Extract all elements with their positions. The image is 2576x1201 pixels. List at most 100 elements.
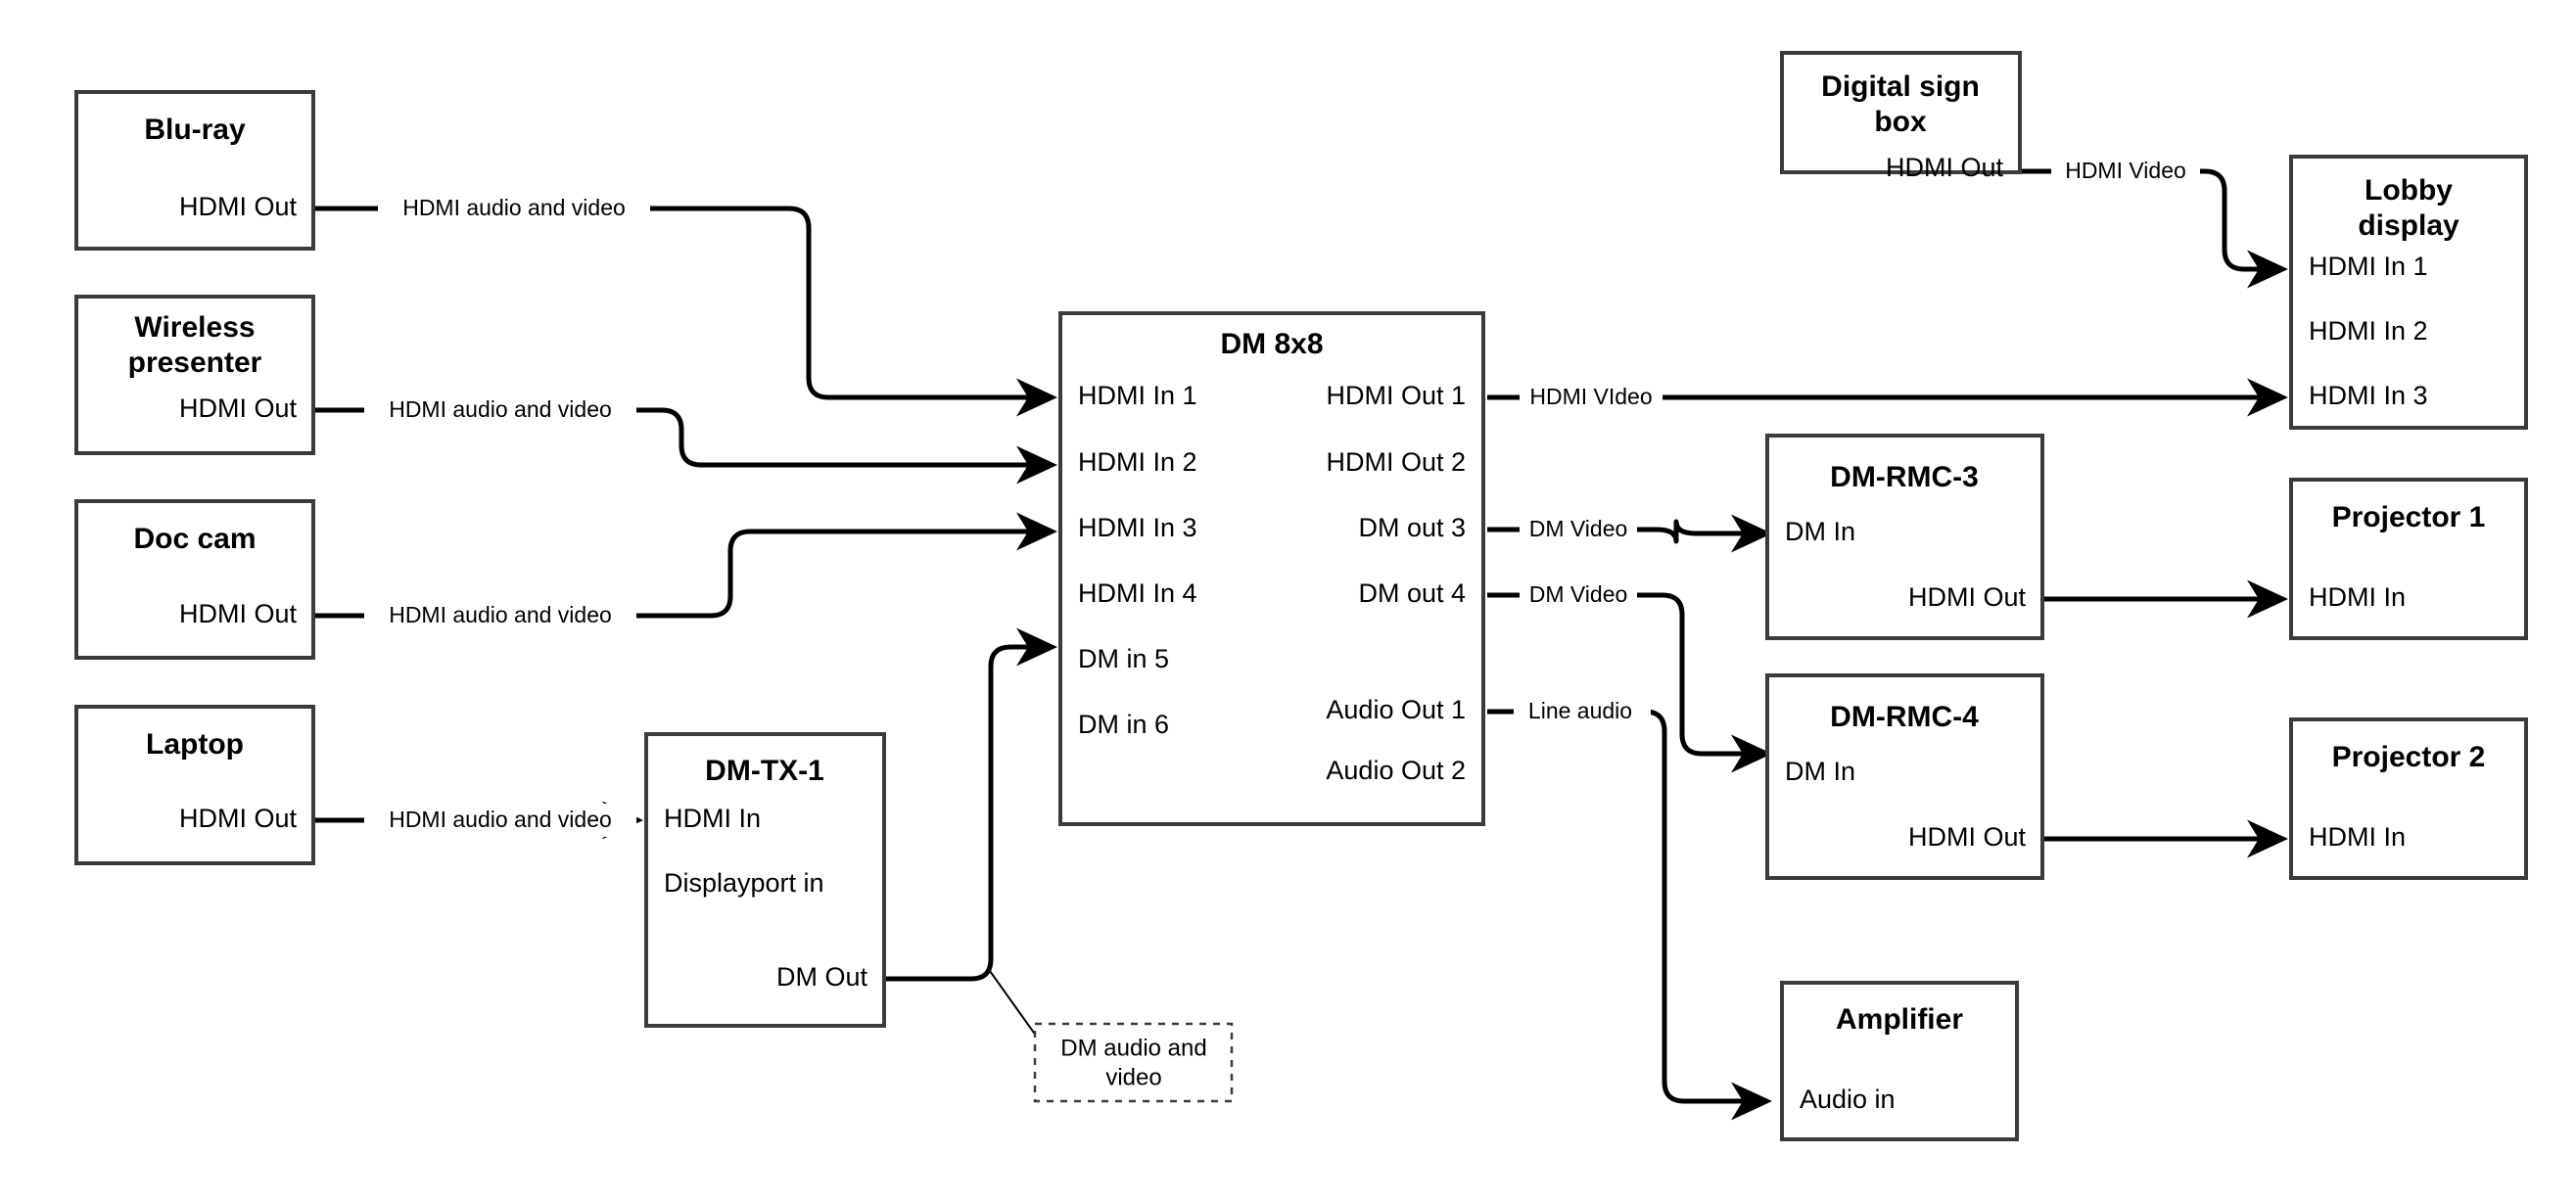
edge-laptop-to-dmtx1: HDMI audio and video: [313, 801, 643, 840]
node-amplifier-box[interactable]: [1780, 981, 2019, 1141]
edge-dmtx1-to-dm-in5: [884, 627, 1057, 982]
port-dm8x8-hdmi-in-3: HDMI In 3: [1078, 513, 1197, 542]
node-projector-2-box[interactable]: [2289, 717, 2528, 880]
edge-sign-to-lobby-in1: HDMI Video: [2020, 155, 2288, 289]
edge-label-bg: [1514, 695, 1651, 728]
node-bluray[interactable]: Blu-ray HDMI Out: [74, 90, 315, 251]
edge-label-bg: [378, 192, 650, 225]
node-projector-1-box[interactable]: [2289, 478, 2528, 640]
node-dm-rmc-4[interactable]: DM-RMC-4 DM In HDMI Out: [1765, 673, 2044, 880]
edge-dm-out3-to-rmc3: DM Video: [1487, 513, 1772, 553]
edge-label-bg: [364, 599, 636, 632]
node-wireless-presenter-title-line2: presenter: [128, 346, 262, 379]
node-dm-rmc-3[interactable]: DM-RMC-3 DM In HDMI Out: [1765, 434, 2044, 640]
edge-label-wireless: HDMI audio and video: [389, 396, 612, 422]
node-lobby-display-title-line1: Lobby: [2365, 174, 2453, 207]
node-dm-rmc-3-title: DM-RMC-3: [1830, 461, 1979, 493]
port-dmtx1-displayport-in: Displayport in: [664, 868, 824, 898]
node-dm-tx-1[interactable]: DM-TX-1 HDMI In Displayport in DM Out: [644, 732, 886, 1028]
node-bluray-box[interactable]: [74, 90, 315, 251]
edge-doccam-to-dm-in3: HDMI audio and video: [313, 512, 1057, 632]
node-doc-cam-title: Doc cam: [133, 523, 256, 555]
edge-label-bg: [364, 804, 636, 837]
port-dm8x8-dm-out-3: DM out 3: [1358, 513, 1466, 542]
port-rmc4-dm-in: DM In: [1785, 757, 1855, 786]
node-amplifier[interactable]: Amplifier Audio in: [1780, 981, 2019, 1141]
port-dm8x8-hdmi-in-4: HDMI In 4: [1078, 578, 1197, 608]
port-laptop-hdmi-out: HDMI Out: [179, 804, 298, 833]
node-digital-sign-box-box[interactable]: [1780, 51, 2022, 174]
note-dm-audio-and-video: DM audio and video: [1033, 1022, 1234, 1103]
edge-label-bg: [1520, 381, 1663, 414]
node-dm-tx-1-box[interactable]: [644, 732, 886, 1028]
edge-bluray-to-dm-in1: HDMI audio and video: [313, 192, 1057, 417]
node-doc-cam-box[interactable]: [74, 499, 315, 660]
node-lobby-display-box[interactable]: [2289, 155, 2528, 430]
port-bluray-hdmi-out: HDMI Out: [179, 192, 298, 221]
port-lobby-hdmi-in-2: HDMI In 2: [2309, 316, 2428, 346]
edge-label-bg: [364, 393, 636, 427]
node-digital-sign-box[interactable]: Digital sign box HDMI Out: [1780, 51, 2022, 182]
node-bluray-title: Blu-ray: [144, 114, 246, 146]
port-dmtx1-hdmi-in: HDMI In: [664, 804, 761, 833]
node-laptop[interactable]: Laptop HDMI Out: [74, 705, 315, 865]
node-dm-rmc-4-box[interactable]: [1765, 673, 2044, 880]
port-dm8x8-hdmi-out-2: HDMI Out 2: [1326, 447, 1466, 477]
port-dm8x8-dm-out-4: DM out 4: [1358, 578, 1466, 608]
edge-wireless-to-dm-in2: HDMI audio and video: [313, 393, 1057, 485]
edge-label-bg: [1520, 513, 1637, 546]
port-dm8x8-hdmi-out-1: HDMI Out 1: [1326, 381, 1466, 410]
port-lobby-hdmi-in-3: HDMI In 3: [2309, 381, 2428, 410]
edge-label-doccam: HDMI audio and video: [389, 602, 612, 627]
port-dm8x8-dm-in-6: DM in 6: [1078, 710, 1169, 739]
note-dm-audio-and-video-box: [1033, 1022, 1234, 1103]
port-lobby-hdmi-in-1: HDMI In 1: [2309, 252, 2428, 281]
port-dm8x8-dm-in-5: DM in 5: [1078, 644, 1169, 673]
port-projector1-hdmi-in: HDMI In: [2309, 582, 2406, 612]
node-dm-8x8[interactable]: DM 8x8 HDMI In 1 HDMI In 2 HDMI In 3 HDM…: [1058, 311, 1485, 826]
node-lobby-display-title-line2: display: [2358, 209, 2459, 242]
port-rmc3-hdmi-out: HDMI Out: [1908, 582, 2027, 612]
edge-dm-out4-to-rmc4: DM Video: [1487, 578, 1772, 773]
edge-label-dm-video-3: DM Video: [1529, 516, 1628, 541]
node-laptop-title: Laptop: [146, 728, 244, 761]
note-line-1: DM audio and: [1060, 1035, 1206, 1061]
node-projector-2[interactable]: Projector 2 HDMI In: [2289, 717, 2528, 880]
port-dm8x8-audio-out-1: Audio Out 1: [1326, 695, 1466, 724]
edge-dm-audio1-to-amp: Line audio: [1487, 695, 1772, 1121]
port-amplifier-audio-in: Audio in: [1800, 1085, 1896, 1114]
edge-label-laptop: HDMI audio and video: [389, 807, 612, 832]
node-doc-cam[interactable]: Doc cam HDMI Out: [74, 499, 315, 660]
port-dm8x8-audio-out-2: Audio Out 2: [1326, 756, 1466, 785]
node-amplifier-title: Amplifier: [1836, 1003, 1963, 1036]
port-rmc4-hdmi-out: HDMI Out: [1908, 822, 2027, 852]
edge-label-line-audio: Line audio: [1528, 698, 1632, 723]
node-projector-1-title: Projector 1: [2332, 501, 2486, 533]
node-digital-sign-title-line1: Digital sign: [1821, 70, 1980, 103]
node-wireless-presenter-title-line1: Wireless: [134, 311, 255, 344]
node-dm-rmc-3-box[interactable]: [1765, 434, 2044, 640]
port-rmc3-dm-in: DM In: [1785, 517, 1855, 546]
port-dmtx1-dm-out: DM Out: [776, 962, 868, 992]
edge-label-bg: [1520, 578, 1637, 612]
note-line-2: video: [1105, 1064, 1161, 1090]
edge-label-bg: [2051, 155, 2200, 188]
edge-label-dm-video-4: DM Video: [1529, 581, 1628, 607]
node-dm-8x8-title: DM 8x8: [1220, 328, 1323, 360]
node-laptop-box[interactable]: [74, 705, 315, 865]
port-digitalsign-hdmi-out: HDMI Out: [1886, 153, 2004, 182]
node-projector-1[interactable]: Projector 1 HDMI In: [2289, 478, 2528, 640]
node-digital-sign-title-line2: box: [1874, 106, 1927, 138]
edge-label-bluray: HDMI audio and video: [402, 195, 626, 220]
node-projector-2-title: Projector 2: [2332, 741, 2486, 773]
edge-dm-out1-to-lobby-in3: HDMI VIdeo: [1487, 378, 2288, 417]
node-wireless-presenter-box[interactable]: [74, 295, 315, 455]
node-dm-8x8-box[interactable]: [1058, 311, 1485, 826]
node-wireless-presenter[interactable]: Wireless presenter HDMI Out: [74, 295, 315, 455]
node-lobby-display[interactable]: Lobby display HDMI In 1 HDMI In 2 HDMI I…: [2289, 155, 2528, 430]
node-dm-rmc-4-title: DM-RMC-4: [1830, 701, 1979, 733]
port-dm8x8-hdmi-in-2: HDMI In 2: [1078, 447, 1197, 477]
node-dm-tx-1-title: DM-TX-1: [705, 755, 824, 787]
